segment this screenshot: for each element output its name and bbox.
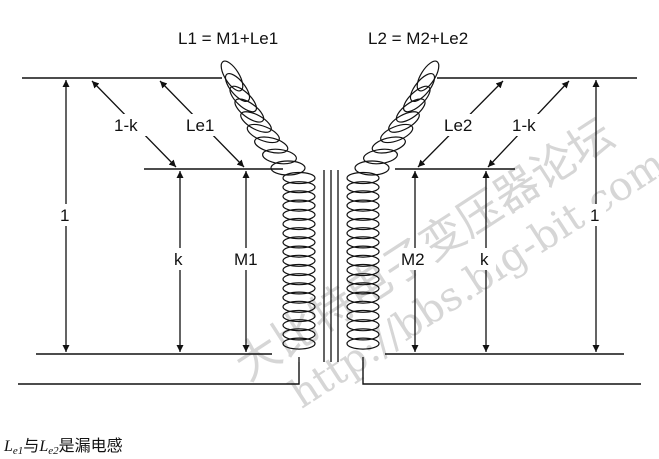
- right-return-line: [362, 362, 641, 385]
- right-k-label: k: [480, 250, 489, 269]
- left-total-label: 1: [60, 206, 69, 225]
- left-1mk-label: 1-k: [114, 116, 138, 135]
- coil-loop: [371, 136, 406, 154]
- left-k-label: k: [174, 250, 183, 269]
- left-return-line: [18, 362, 300, 385]
- coil-loop: [270, 160, 306, 176]
- caption-le2-base: L: [39, 438, 49, 455]
- coil-loop: [282, 282, 316, 295]
- coil-loop: [282, 199, 316, 212]
- caption-conjunction: 与: [23, 438, 40, 455]
- coil-loop: [282, 171, 316, 185]
- coil-loop: [282, 337, 316, 350]
- coil-loop: [282, 236, 316, 249]
- coil-loop: [346, 190, 380, 203]
- coil-loop: [262, 148, 297, 165]
- coil-loop: [346, 337, 380, 350]
- coil-loop: [282, 319, 316, 332]
- coil-loop: [282, 254, 316, 267]
- coil-loop: [282, 309, 316, 323]
- watermark: 大比特电子变压器论坛 http://bbs.big-bit.com: [226, 109, 659, 418]
- coil-loop: [346, 309, 380, 323]
- right-1mk-label: 1-k: [512, 116, 536, 135]
- caption-tail: 是漏电感: [58, 438, 123, 455]
- left-m1-label: M1: [234, 250, 258, 269]
- label-backgrounds: [56, 114, 606, 270]
- right-total-label: 1: [590, 206, 599, 225]
- coil-loop: [346, 227, 380, 240]
- caption: Le1与Le2是漏电感: [4, 432, 123, 457]
- l1-equation-label: L1 = M1+Le1: [178, 29, 278, 48]
- right-m2-label: M2: [401, 250, 425, 269]
- coil-loop: [246, 123, 280, 144]
- l2-equation-label: L2 = M2+Le2: [368, 29, 468, 48]
- coil-loop: [282, 300, 316, 313]
- coil-loop: [346, 217, 380, 231]
- coil-loop: [282, 190, 316, 203]
- coil-loop: [282, 217, 316, 231]
- coil-loop: [346, 273, 380, 286]
- coil-loop: [346, 328, 380, 341]
- coil-loop: [282, 328, 316, 341]
- transformer-core: [323, 170, 339, 362]
- coil-loop: [346, 199, 380, 212]
- coil-loop: [380, 123, 414, 144]
- coil-loop: [254, 136, 289, 154]
- secondary-coil: [346, 60, 440, 362]
- caption-le1-base: L: [4, 438, 13, 455]
- coil-loop: [282, 263, 316, 277]
- coil-loop: [282, 227, 316, 240]
- coil-loop: [220, 60, 244, 92]
- coil-loop: [282, 291, 316, 304]
- coil-loop: [346, 263, 380, 277]
- coil-loop: [346, 319, 380, 332]
- coil-loop: [346, 208, 380, 221]
- right-le2-label: Le2: [444, 116, 472, 135]
- coil-loop: [346, 245, 380, 258]
- coil-loop: [346, 181, 380, 194]
- coil-loop: [346, 282, 380, 295]
- coil-loop: [354, 160, 390, 176]
- conductor-lines: [18, 77, 641, 385]
- caption-le1-sub: e1: [12, 445, 24, 457]
- coil-loop: [346, 254, 380, 267]
- coil-loop: [282, 208, 316, 221]
- caption-le2-sub: e2: [48, 445, 59, 457]
- coil-loop: [363, 148, 398, 165]
- coil-loop: [346, 300, 380, 313]
- coil-loop: [416, 60, 440, 92]
- coil-loop: [282, 245, 316, 258]
- coil-loop: [346, 236, 380, 249]
- coil-loop: [346, 171, 380, 185]
- coil-loop: [282, 273, 316, 286]
- coil-loop: [282, 181, 316, 194]
- transformer-leakage-diagram: 大比特电子变压器论坛 http://bbs.big-bit.com: [18, 29, 659, 418]
- left-le1-label: Le1: [186, 116, 214, 135]
- coil-loop: [346, 291, 380, 304]
